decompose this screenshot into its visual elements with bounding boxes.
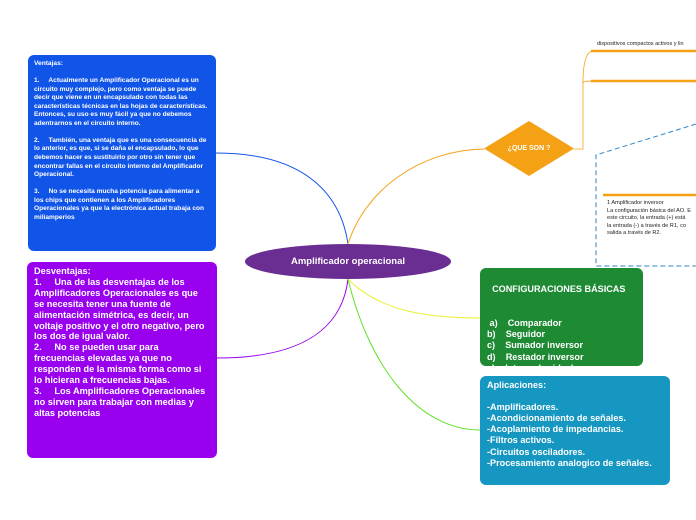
que-son-label: ¿QUE SON ? (507, 145, 551, 152)
connector-ventajas (215, 152, 349, 245)
configuraciones-list: a) Comparador b) Seguidor c) Sumador inv… (487, 318, 584, 366)
connector-aplicaciones (347, 278, 481, 431)
ventajas-node[interactable]: Ventajas: 1. Actualmente un Amplificador… (28, 55, 216, 251)
connector-configuraciones (347, 278, 481, 319)
que-son-top-note[interactable]: dispositivos compactos activos y lin (597, 41, 684, 47)
connector-desventajas (216, 278, 349, 359)
central-topic-label: Amplificador operacional (290, 256, 406, 267)
amplificador-inversor-note[interactable]: 1 Amplificador inversor La configuración… (607, 200, 691, 237)
configuraciones-node[interactable]: CONFIGURACIONES BÁSICAS a) Comparador b)… (480, 268, 643, 366)
aplicaciones-node[interactable]: Aplicaciones: -Amplificadores. -Acondici… (480, 376, 670, 485)
dashed-boundary (595, 123, 696, 267)
connector-que-son-top (574, 50, 696, 150)
configuraciones-title: CONFIGURACIONES BÁSICAS (492, 284, 626, 295)
connector-que-son (347, 148, 485, 245)
central-topic-node[interactable]: Amplificador operacional (245, 244, 451, 279)
desventajas-node[interactable]: Desventajas: 1. Una de las desventajas d… (27, 262, 217, 458)
